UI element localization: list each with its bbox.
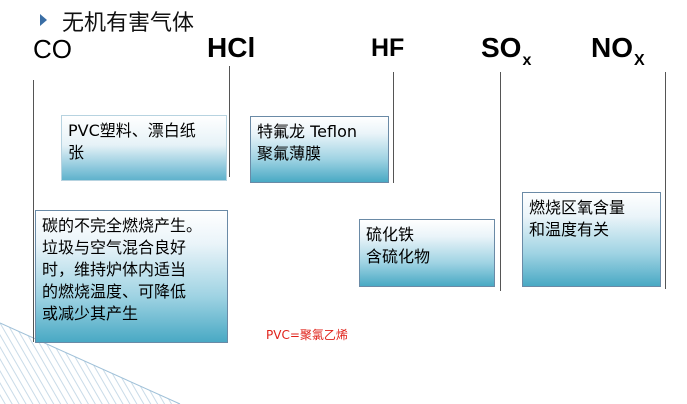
- gas-label-nox: NOX: [591, 32, 645, 69]
- box-co-info-text: 碳的不完全燃烧产生。 垃圾与空气混合良好 时，维持炉体内适当 的燃烧温度、可降低…: [42, 216, 203, 323]
- connector-line-nox: [665, 72, 666, 289]
- connector-line-sox: [500, 72, 501, 291]
- box-pvc-sources: PVC塑料、漂白纸 张: [61, 115, 227, 181]
- box-sox-sources-text: 硫化铁 含硫化物: [366, 225, 431, 266]
- box-teflon: 特氟龙 Teflon 聚氟薄膜: [250, 116, 389, 183]
- bullet-arrow-icon: [40, 14, 47, 26]
- box-nox-factors: 燃烧区氧含量 和温度有关: [522, 192, 661, 287]
- gas-label-co: CO: [33, 34, 72, 64]
- gas-label-sox-main: SO: [481, 32, 522, 63]
- pvc-note: PVC=聚氯乙烯: [266, 328, 348, 342]
- box-pvc-sources-text: PVC塑料、漂白纸 张: [68, 121, 196, 162]
- connector-line-hf: [393, 72, 394, 183]
- gas-label-sox: SOx: [481, 32, 531, 69]
- box-teflon-text: 特氟龙 Teflon 聚氟薄膜: [257, 122, 357, 163]
- gas-label-nox-main: NO: [591, 32, 633, 63]
- gas-label-hcl: HCl: [207, 32, 256, 63]
- box-sox-sources: 硫化铁 含硫化物: [359, 219, 495, 287]
- box-nox-factors-text: 燃烧区氧含量 和温度有关: [529, 198, 626, 239]
- connector-line-hcl: [229, 66, 230, 177]
- connector-line-co: [33, 80, 34, 342]
- box-co-info: 碳的不完全燃烧产生。 垃圾与空气混合良好 时，维持炉体内适当 的燃烧温度、可降低…: [35, 210, 228, 343]
- page-title: 无机有害气体: [62, 11, 195, 36]
- gas-label-hf: HF: [371, 34, 405, 62]
- gas-label-nox-subscript: X: [634, 52, 645, 69]
- gas-label-sox-subscript: x: [522, 52, 532, 69]
